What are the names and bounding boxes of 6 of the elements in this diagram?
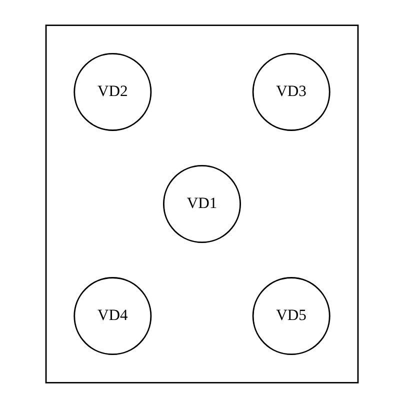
node-circle: VD2	[73, 52, 152, 131]
node-circle: VD5	[252, 277, 330, 356]
node-circle: VD3	[252, 52, 330, 131]
node-circle: VD4	[73, 277, 152, 356]
node-circle: VD1	[162, 165, 240, 243]
cluster	[44, 24, 358, 384]
